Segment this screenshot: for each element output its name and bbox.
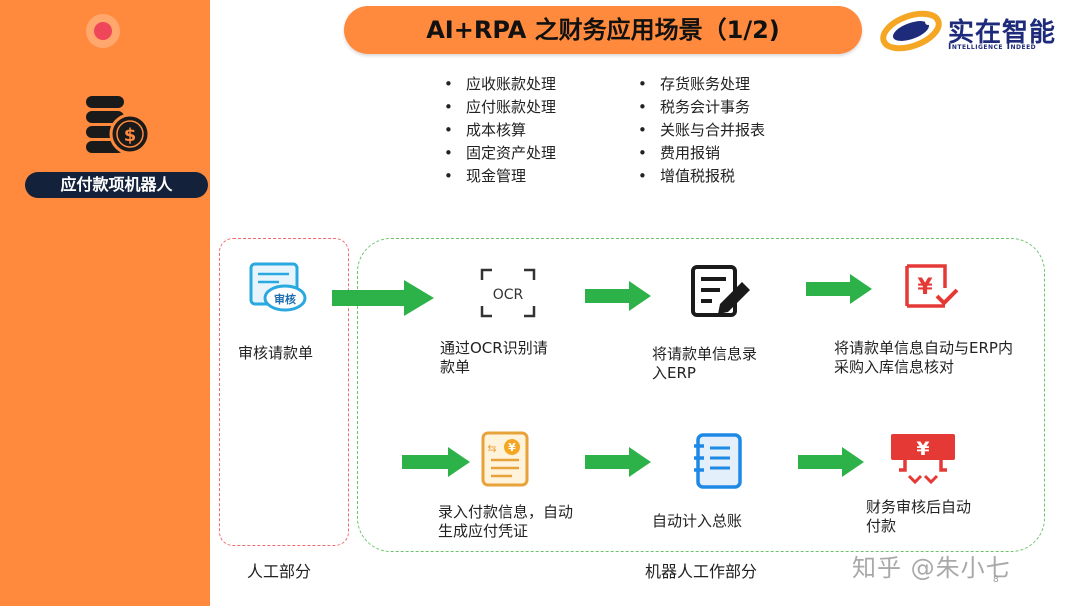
scenario-item: 现金管理 (440, 165, 556, 188)
svg-text:⇆: ⇆ (487, 442, 496, 455)
arrow-right-icon (585, 281, 651, 311)
slide-title: AI+RPA 之财务应用场景（1/2) (344, 6, 862, 54)
robot-section-box (357, 238, 1045, 552)
robot-step-voucher-text: 录入付款信息，自动 生成应付凭证 (438, 503, 574, 540)
payment-voucher-icon: ⇆ ¥ (481, 431, 529, 487)
scenario-item: 应付账款处理 (440, 96, 556, 119)
ocr-icon-text: OCR (493, 287, 524, 303)
ledger-notebook-icon (694, 433, 742, 489)
scenario-list-left: 应收账款处理 应付账款处理 成本核算 固定资产处理 现金管理 (440, 73, 556, 188)
manual-step-label: 审核请款单 (238, 344, 314, 362)
arrow-right-icon (332, 280, 434, 316)
robot-step-ledger-text: 自动计入总账 (652, 512, 743, 530)
ocr-icon: OCR (480, 268, 536, 318)
scenario-item: 固定资产处理 (440, 142, 556, 165)
robot-section-label: 机器人工作部分 (645, 562, 758, 581)
review-form-icon: 审核 (249, 262, 307, 312)
decorative-dot (94, 22, 112, 40)
edit-document-icon (691, 265, 750, 317)
robot-step-ocr-text: 通过OCR识别请 款单 (440, 339, 548, 376)
scenario-item: 存货账务处理 (634, 73, 765, 96)
robot-step-erp-entry-text: 将请款单信息录 入ERP (652, 345, 758, 382)
coins-dollar-icon: $ (86, 96, 150, 154)
watermark: 知乎 @朱小七 (852, 554, 1011, 582)
manual-section-box (219, 238, 349, 546)
arrow-right-icon (585, 447, 651, 477)
robot-name-label: 应付款项机器人 (25, 172, 208, 198)
payment-voucher-icon-text: ¥ (508, 441, 516, 454)
logo-name-en: Intelligence Indeed (948, 42, 1037, 52)
review-icon-text: 审核 (274, 292, 296, 306)
logo-name-cn: 实在智能 (948, 18, 1057, 48)
left-sidebar-panel (0, 0, 210, 606)
arrow-right-icon (806, 274, 872, 304)
scenario-item: 应收账款处理 (440, 73, 556, 96)
scenario-item: 税务会计事务 (634, 96, 765, 119)
manual-section-label: 人工部分 (247, 562, 312, 581)
scenario-item: 关账与合并报表 (634, 119, 765, 142)
auto-payment-icon-text: ¥ (916, 438, 929, 460)
svg-text:$: $ (124, 125, 137, 146)
yen-check-icon-text: ¥ (917, 275, 933, 300)
scenario-item: 费用报销 (634, 142, 765, 165)
page-number: 8 (993, 575, 999, 585)
scenario-item: 增值税报税 (634, 165, 765, 188)
auto-payment-icon: ¥ (891, 434, 955, 485)
company-logo-icon (880, 10, 942, 52)
scenario-list-right: 存货账务处理 税务会计事务 关账与合并报表 费用报销 增值税报税 (634, 73, 765, 188)
robot-step-payment-text: 财务审核后自动 付款 (866, 498, 972, 535)
arrow-right-icon (402, 447, 470, 477)
yen-check-icon: ¥ (905, 264, 959, 308)
arrow-right-icon (798, 447, 864, 477)
scenario-item: 成本核算 (440, 119, 556, 142)
robot-step-reconcile-text: 将请款单信息自动与ERP内 采购入库信息核对 (834, 339, 1013, 376)
